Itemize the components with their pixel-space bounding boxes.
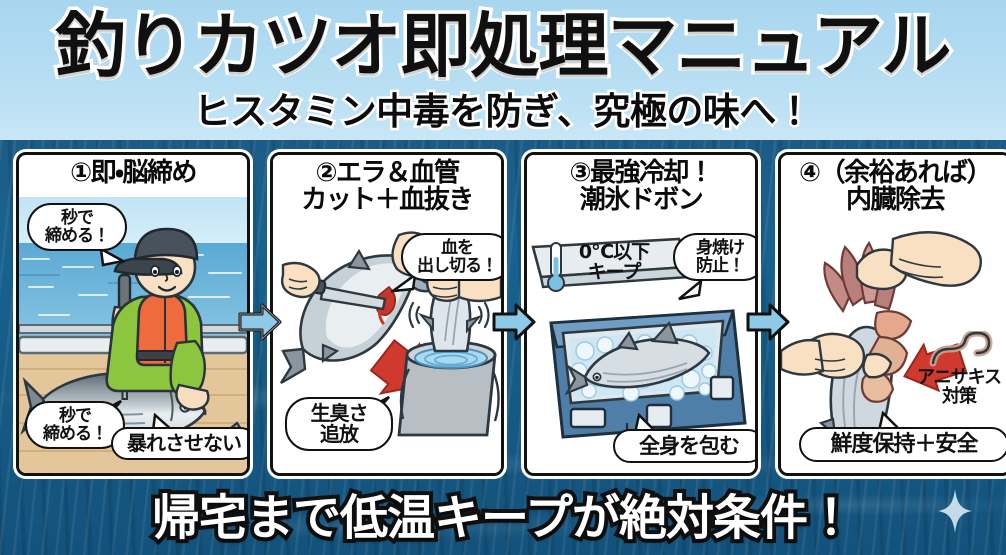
page-subtitle: ヒスタミン中毒を防ぎ、究極の味へ！ bbox=[191, 88, 815, 136]
bubble-tail-2a bbox=[391, 273, 417, 293]
bubble-banish-fishy-smell-line1: 生臭さ bbox=[310, 401, 369, 425]
panel-3-heading-line1: ③最強冷却！ bbox=[569, 158, 714, 188]
bubble-quick-kill-top: 秒で 締める！ bbox=[27, 203, 127, 252]
bubble-prevent-burn: 身焼け 防止！ bbox=[673, 233, 755, 282]
panel-4-heading-line2: 内臓除去 bbox=[845, 184, 946, 215]
bubble-quick-kill-top-line2: 締める！ bbox=[45, 226, 110, 247]
footer-text: 帰宅まで低温キープが絶対条件！ bbox=[148, 486, 859, 550]
panel-2-heading-line2: カット＋血抜き bbox=[301, 184, 474, 215]
panel-2-heading: ②エラ＆血管 カット＋血抜き bbox=[273, 155, 501, 215]
arrow-gap-2 bbox=[492, 152, 536, 470]
bubble-quick-kill-bottom: 秒で 締める！ bbox=[25, 401, 125, 450]
bubble-prevent-burn-line2: 防止！ bbox=[696, 256, 745, 277]
bubble-prevent-burn-line1: 身焼け bbox=[696, 238, 745, 258]
label-anisakis-countermeasure: アニサキス 対策 bbox=[913, 367, 1005, 407]
bubble-no-thrashing-line1: 暴れさせない bbox=[127, 431, 242, 455]
panel-2-heading-line1: ②エラ＆血管 bbox=[315, 158, 460, 188]
bubble-quick-kill-bottom-line2: 締める！ bbox=[43, 424, 108, 445]
bubble-drain-blood-line2: 出し切る！ bbox=[417, 256, 498, 277]
panel-3-heading: ③最強冷却！ 潮氷ドボン bbox=[527, 155, 755, 215]
bubble-banish-fishy-smell-line2: 追放 bbox=[320, 422, 359, 447]
bubble-tail-3a bbox=[678, 279, 703, 301]
panel-4-heading-line1: ④（余裕あれば） bbox=[798, 158, 993, 188]
label-anisakis-line1: アニサキス bbox=[916, 367, 1002, 388]
label-keep-below-zero-line1: 0℃以下 bbox=[578, 241, 650, 263]
panel-4-illustration bbox=[781, 155, 1006, 473]
thermometer-icon bbox=[547, 242, 565, 292]
label-keep-below-zero: 0℃以下 キープ bbox=[571, 241, 657, 283]
panel-step-3: ③最強冷却！ 潮氷ドボン 0℃以下 キープ 身焼け 防止！ 全身を包む bbox=[524, 152, 758, 476]
bubble-drain-blood-line1: 血を bbox=[441, 238, 474, 258]
worm-icon bbox=[929, 331, 993, 367]
bubble-cover-whole-body: 全身を包む bbox=[613, 429, 755, 464]
sky-background bbox=[0, 0, 1006, 152]
step-panel-row: ①即・脳締め 秒で 締める！ 秒で 締める！ 暴れさせない bbox=[16, 152, 1006, 476]
label-keep-below-zero-line2: キープ bbox=[587, 260, 642, 283]
flow-arrow-1-to-2 bbox=[238, 303, 282, 341]
panel-step-2: ②エラ＆血管 カット＋血抜き 血を 出し切る！ 生臭さ 追放 bbox=[270, 152, 504, 476]
panel-step-1: ①即・脳締め 秒で 締める！ 秒で 締める！ 暴れさせない bbox=[16, 152, 250, 476]
label-anisakis-line2: 対策 bbox=[942, 385, 977, 407]
panel-1-heading: ①即・脳締め bbox=[19, 155, 247, 189]
panel-step-4: ④（余裕あれば） 内臓除去 アニサキス 対策 鮮度保持＋安全 bbox=[778, 152, 1006, 476]
flow-arrow-2-to-3 bbox=[492, 303, 536, 341]
page-title: 釣りカツオ即処理マニュアル bbox=[52, 2, 955, 91]
sparkle-icon bbox=[938, 489, 972, 533]
bubble-quick-kill-top-line1: 秒で bbox=[61, 208, 94, 228]
bubble-banish-fishy-smell: 生臭さ 追放 bbox=[285, 397, 393, 452]
panel-4-heading: ④（余裕あれば） 内臓除去 bbox=[781, 155, 1006, 215]
flow-arrow-3-to-4 bbox=[746, 303, 790, 341]
bubble-tail-1a bbox=[99, 247, 125, 267]
poster-footer: 帰宅まで低温キープが絶対条件！ bbox=[0, 470, 1006, 555]
bubble-drain-blood: 血を 出し切る！ bbox=[401, 233, 501, 282]
arrow-gap-1 bbox=[238, 152, 282, 470]
bubble-no-thrashing: 暴れさせない bbox=[111, 427, 247, 461]
panel-3-heading-line2: 潮氷ドボン bbox=[579, 184, 704, 215]
bubble-cover-whole-body-line1: 全身を包む bbox=[639, 434, 740, 458]
arrow-gap-3 bbox=[746, 152, 790, 470]
poster-header: 釣りカツオ即処理マニュアル ヒスタミン中毒を防ぎ、究極の味へ！ bbox=[0, 0, 1006, 150]
bubble-freshness-and-safety: 鮮度保持＋安全 bbox=[799, 427, 1006, 463]
bubble-quick-kill-bottom-line1: 秒で bbox=[59, 406, 92, 426]
panel-1-heading-line1: ①即・脳締め bbox=[70, 158, 197, 188]
bubble-freshness-and-safety-line1: 鮮度保持＋安全 bbox=[830, 432, 978, 457]
